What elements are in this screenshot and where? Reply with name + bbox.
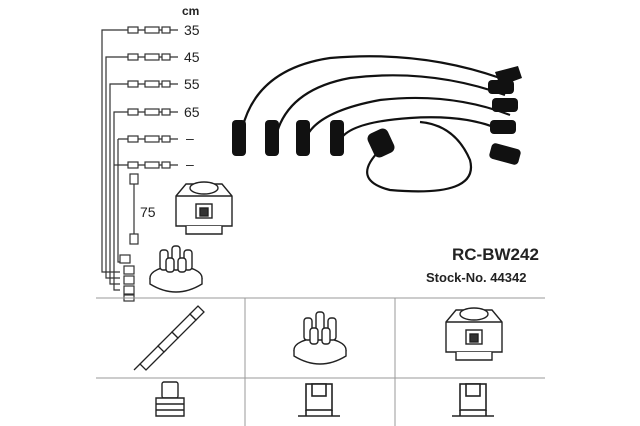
row-6 — [118, 161, 178, 169]
row-5 — [118, 135, 178, 143]
unit-label: cm — [182, 4, 200, 18]
length-label-3: 55 — [184, 76, 200, 92]
terminal-rows — [118, 26, 178, 302]
length-label-4: 65 — [184, 104, 200, 120]
plug-boots — [232, 66, 522, 165]
distributor-cap-icon — [293, 311, 347, 365]
row-35 — [118, 26, 178, 34]
length-label-6: – — [186, 156, 194, 172]
connector-terminal-icon-2 — [452, 383, 494, 417]
ignition-coil-illustration — [175, 181, 233, 235]
row-45 — [118, 53, 178, 61]
spark-plug-icon — [133, 305, 205, 371]
ignition-coil-icon — [445, 307, 503, 361]
distributor-cap-illustration — [149, 245, 203, 293]
plug-boot-straight-icon — [155, 381, 185, 417]
coil-lead-length: 75 — [140, 204, 156, 220]
product-code: RC-BW242 — [452, 245, 539, 264]
length-label-5: – — [186, 130, 194, 146]
connector-terminal-icon — [298, 383, 340, 417]
row-65 — [118, 108, 178, 116]
length-label-1: 35 — [184, 22, 200, 38]
length-label-2: 45 — [184, 49, 200, 65]
plug-wires — [238, 55, 511, 193]
stock-number: Stock-No. 44342 — [426, 270, 527, 285]
row-55 — [118, 80, 178, 88]
legend-grid — [96, 297, 545, 426]
